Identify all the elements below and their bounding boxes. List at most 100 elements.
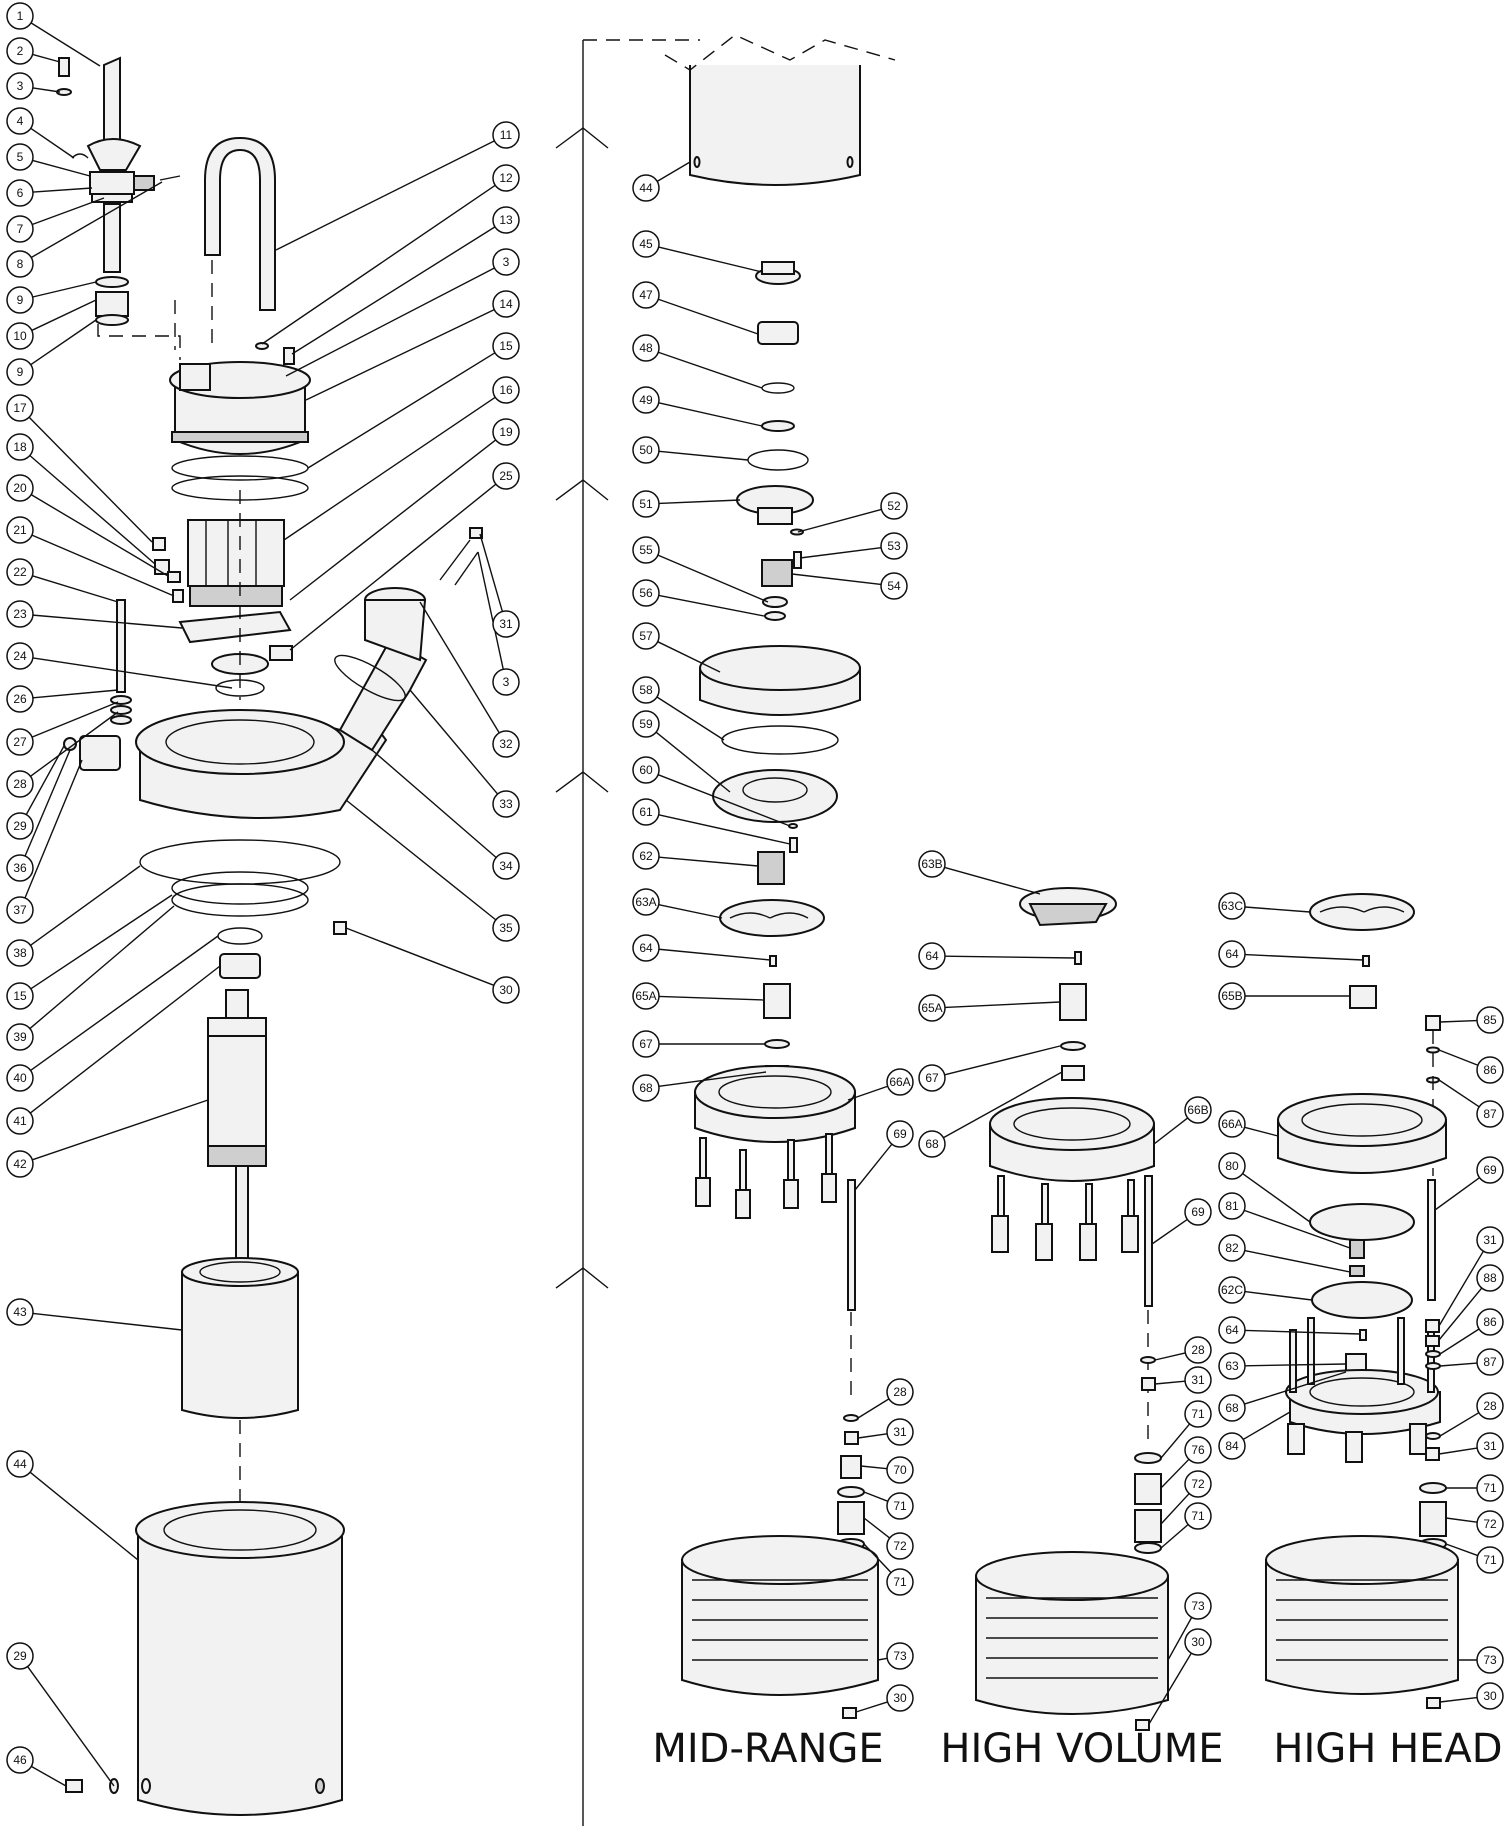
callout-number: 71	[1483, 1481, 1497, 1495]
callout-c53: 53	[880, 532, 908, 560]
callout-number: 7	[17, 222, 24, 236]
callout-circle	[886, 1456, 914, 1484]
callout-number: 33	[499, 797, 513, 811]
callout-circle	[6, 474, 34, 502]
callout-number: 51	[639, 497, 653, 511]
callout-number: 6	[17, 186, 24, 200]
label-high-volume: HIGH VOLUME	[940, 1726, 1223, 1772]
callout-number: 81	[1225, 1199, 1239, 1213]
callout-number: 53	[887, 539, 901, 553]
callout-c16: 16	[492, 376, 520, 404]
callout-circle	[1476, 1056, 1504, 1084]
callout-c86a: 86	[1476, 1056, 1504, 1084]
callout-number: 46	[13, 1753, 27, 1767]
callout-c61: 61	[632, 798, 660, 826]
callout-number: 65A	[921, 1001, 942, 1015]
callout-number: 30	[1191, 1635, 1205, 1649]
callout-c68a: 68	[632, 1074, 660, 1102]
callout-c4: 4	[6, 107, 34, 135]
callout-layer: 1234567891091718202122232426272829363738…	[6, 2, 1504, 1774]
callout-number: 21	[13, 523, 27, 537]
leader-c12	[261, 184, 496, 345]
callout-circle	[1476, 1264, 1504, 1292]
callout-c65a: 65A	[632, 982, 660, 1010]
leader-c87a	[1438, 1079, 1480, 1108]
leader-c67b	[944, 1045, 1061, 1076]
callout-number: 56	[639, 586, 653, 600]
leader-c64a	[658, 948, 771, 961]
callout-c31c: 31	[1184, 1366, 1212, 1394]
callout-c67b: 67	[918, 1064, 946, 1092]
high-volume-assembly	[975, 887, 1169, 1731]
callout-circle	[1218, 1152, 1246, 1180]
leader-c64c	[1244, 953, 1364, 961]
callout-c2: 2	[6, 37, 34, 65]
callout-c57: 57	[632, 622, 660, 650]
callout-number: 41	[13, 1114, 27, 1128]
left-assembly	[56, 56, 483, 1816]
callout-c7: 7	[6, 215, 34, 243]
callout-c25: 25	[492, 462, 520, 490]
leader-c23	[32, 614, 183, 629]
callout-number: 63C	[1221, 899, 1243, 913]
callout-circle	[1218, 1192, 1246, 1220]
callout-number: 19	[499, 425, 513, 439]
callout-circle	[918, 994, 946, 1022]
callout-number: 39	[13, 1030, 27, 1044]
callout-c45: 45	[632, 230, 660, 258]
callout-circle	[492, 852, 520, 880]
callout-c70: 70	[886, 1456, 914, 1484]
leader-c52	[797, 508, 882, 533]
callout-number: 64	[1225, 1323, 1239, 1337]
callout-circle	[1184, 1366, 1212, 1394]
callout-number: 64	[925, 949, 939, 963]
leader-c5	[32, 159, 91, 177]
leader-c8	[30, 181, 163, 259]
callout-c31d: 31	[1476, 1226, 1504, 1254]
callout-circle	[492, 730, 520, 758]
callout-number: 63A	[635, 895, 656, 909]
leader-c31d	[1438, 1250, 1484, 1327]
leader-c53	[799, 546, 882, 559]
callout-circle	[1218, 1110, 1246, 1138]
leader-c35	[345, 799, 497, 921]
callout-c64b: 64	[918, 942, 946, 970]
callout-number: 64	[1225, 947, 1239, 961]
callout-circle	[880, 572, 908, 600]
callout-c69b: 69	[1184, 1198, 1212, 1226]
callout-number: 32	[499, 737, 513, 751]
leader-c87b	[1439, 1362, 1478, 1367]
leader-c17	[28, 416, 153, 543]
callout-number: 65B	[1221, 989, 1242, 1003]
leader-c29a	[25, 745, 65, 815]
callout-c86b: 86	[1476, 1308, 1504, 1336]
leader-c2	[32, 53, 61, 63]
callout-c28d: 28	[1476, 1392, 1504, 1420]
callout-number: 63	[1225, 1359, 1239, 1373]
callout-c37: 37	[6, 896, 34, 924]
callout-number: 12	[499, 171, 513, 185]
callout-c30b: 30	[886, 1684, 914, 1712]
callout-circle	[6, 433, 34, 461]
callout-number: 59	[639, 717, 653, 731]
callout-circle	[6, 685, 34, 713]
callout-circle	[6, 516, 34, 544]
leader-c20	[30, 494, 169, 577]
leader-c30b	[855, 1701, 888, 1713]
leader-c18	[29, 454, 156, 565]
callout-c29a: 29	[6, 812, 34, 840]
callout-circle	[632, 622, 660, 650]
callout-circle	[492, 790, 520, 818]
callout-c19: 19	[492, 418, 520, 446]
callout-c64c: 64	[1218, 940, 1246, 968]
callout-circle	[1476, 1546, 1504, 1574]
callout-circle	[6, 854, 34, 882]
callout-number: 28	[13, 777, 27, 791]
callout-c58: 58	[632, 676, 660, 704]
callout-c27: 27	[6, 728, 34, 756]
callout-circle	[632, 1074, 660, 1102]
callout-c68c: 68	[1218, 1394, 1246, 1422]
callout-c87b: 87	[1476, 1348, 1504, 1376]
callout-c28c: 28	[1184, 1336, 1212, 1364]
callout-number: 66A	[1221, 1117, 1242, 1131]
